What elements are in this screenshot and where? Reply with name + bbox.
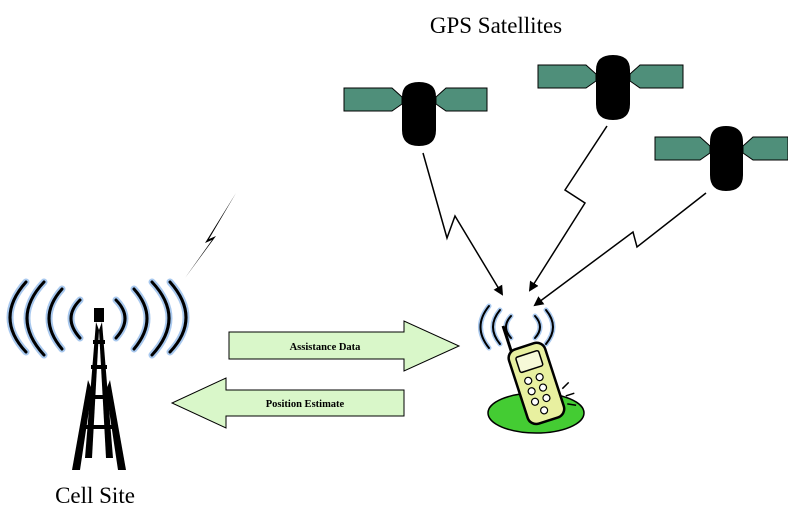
satellites-title: GPS Satellites (430, 13, 562, 38)
signal-path-3 (533, 192, 707, 307)
signal-path-2 (528, 125, 608, 292)
cell-site-label: Cell Site (55, 483, 135, 508)
lightning-bolt-icon (185, 193, 236, 278)
mobile-phone-icon (501, 325, 577, 426)
assistance-data-label: Assistance Data (290, 342, 362, 353)
position-estimate-label: Position Estimate (266, 399, 345, 410)
satellite-2-icon (537, 55, 684, 120)
satellite-1-icon (343, 82, 488, 146)
cell-tower-waves-icon (6, 278, 190, 359)
assistance-data-arrow: Assistance Data (228, 320, 461, 372)
position-estimate-arrow: Position Estimate (170, 377, 405, 429)
cell-tower-icon (72, 308, 126, 470)
satellite-3-icon (654, 126, 788, 191)
handset-waves-icon (478, 303, 556, 351)
signal-path-1 (422, 152, 504, 296)
